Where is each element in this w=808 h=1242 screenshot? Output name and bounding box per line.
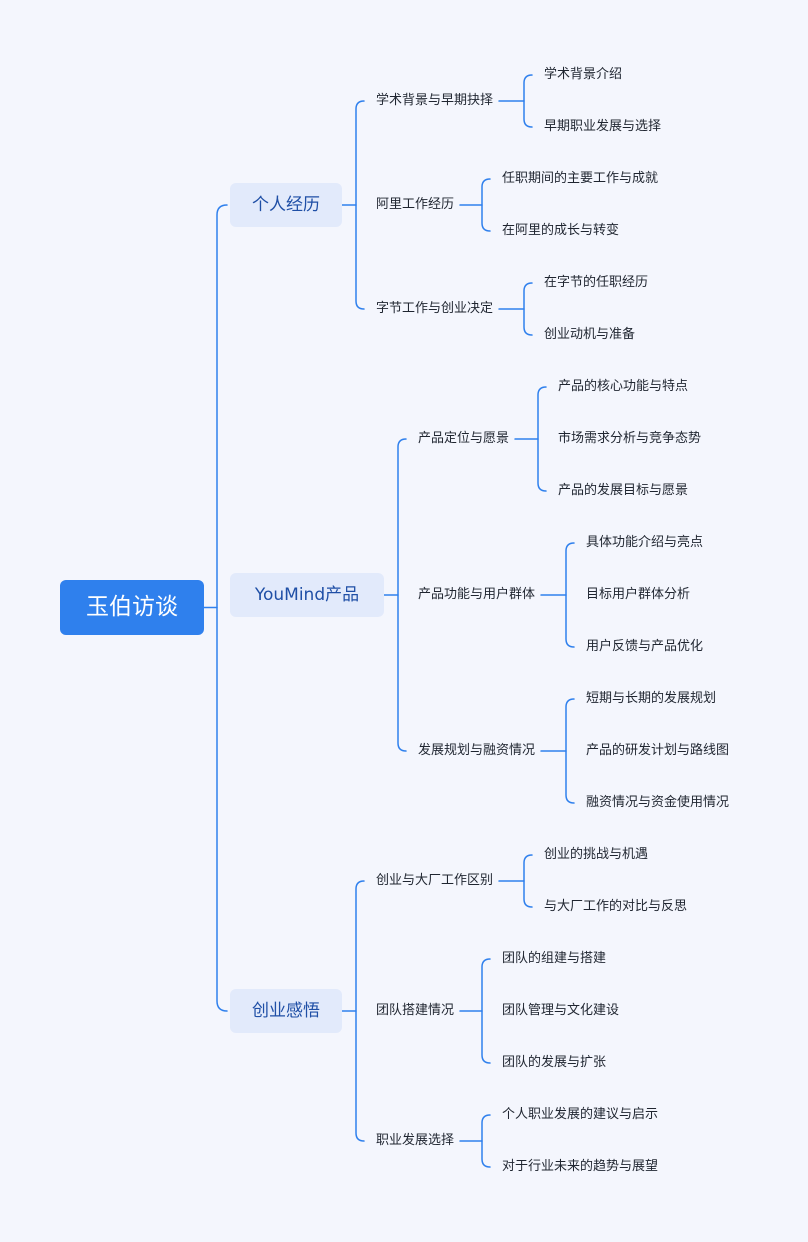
leaf-bracket	[565, 698, 575, 804]
leaf-node[interactable]: 创业的挑战与机遇	[544, 846, 649, 862]
leaf-bracket	[481, 958, 491, 1064]
leaf-node[interactable]: 产品的研发计划与路线图	[586, 742, 730, 758]
topic-node[interactable]: 发展规划与融资情况	[418, 742, 536, 758]
branch-1[interactable]: 个人经历	[230, 183, 342, 227]
leaf-node[interactable]: 早期职业发展与选择	[544, 118, 662, 134]
topic-node[interactable]: 产品功能与用户群体	[418, 586, 536, 602]
leaf-node[interactable]: 市场需求分析与竞争态势	[558, 430, 702, 446]
leaf-node[interactable]: 具体功能介绍与亮点	[586, 534, 704, 550]
leaf-node[interactable]: 创业动机与准备	[544, 326, 636, 342]
leaf-node[interactable]: 短期与长期的发展规划	[586, 690, 717, 706]
branch-2[interactable]: YouMind产品	[230, 573, 384, 617]
topic-bracket-1	[355, 100, 365, 310]
leaf-bracket	[481, 178, 491, 232]
leaf-node[interactable]: 产品的核心功能与特点	[558, 378, 689, 394]
topic-node[interactable]: 团队搭建情况	[376, 1002, 455, 1018]
leaf-node[interactable]: 团队的组建与搭建	[502, 950, 607, 966]
leaf-bracket	[523, 282, 533, 336]
topic-node[interactable]: 职业发展选择	[376, 1132, 455, 1148]
leaf-node[interactable]: 学术背景介绍	[544, 66, 623, 82]
topic-node[interactable]: 产品定位与愿景	[418, 430, 510, 446]
leaf-bracket	[537, 386, 547, 492]
leaf-node[interactable]: 团队管理与文化建设	[502, 1002, 620, 1018]
branch-3[interactable]: 创业感悟	[230, 989, 342, 1033]
leaf-bracket	[565, 542, 575, 648]
leaf-node[interactable]: 任职期间的主要工作与成就	[502, 170, 659, 186]
topic-node[interactable]: 字节工作与创业决定	[376, 300, 494, 316]
leaf-node[interactable]: 团队的发展与扩张	[502, 1054, 607, 1070]
root-topic[interactable]: 玉伯访谈	[60, 580, 204, 635]
leaf-node[interactable]: 与大厂工作的对比与反思	[544, 898, 688, 914]
leaf-bracket	[523, 854, 533, 908]
topic-node[interactable]: 阿里工作经历	[376, 196, 455, 212]
topic-bracket-3	[355, 880, 365, 1142]
leaf-node[interactable]: 用户反馈与产品优化	[586, 638, 704, 654]
topic-bracket-2	[397, 438, 407, 752]
leaf-node[interactable]: 融资情况与资金使用情况	[586, 794, 730, 810]
leaf-bracket	[481, 1114, 491, 1168]
leaf-bracket	[523, 74, 533, 128]
leaf-node[interactable]: 目标用户群体分析	[586, 586, 691, 602]
leaf-node[interactable]: 对于行业未来的趋势与展望	[502, 1158, 659, 1174]
trunk-connector	[216, 204, 228, 1012]
leaf-node[interactable]: 在阿里的成长与转变	[502, 222, 620, 238]
leaf-node[interactable]: 在字节的任职经历	[544, 274, 649, 290]
topic-node[interactable]: 学术背景与早期抉择	[376, 92, 494, 108]
leaf-node[interactable]: 产品的发展目标与愿景	[558, 482, 689, 498]
topic-node[interactable]: 创业与大厂工作区别	[376, 872, 494, 888]
leaf-node[interactable]: 个人职业发展的建议与启示	[502, 1106, 659, 1122]
